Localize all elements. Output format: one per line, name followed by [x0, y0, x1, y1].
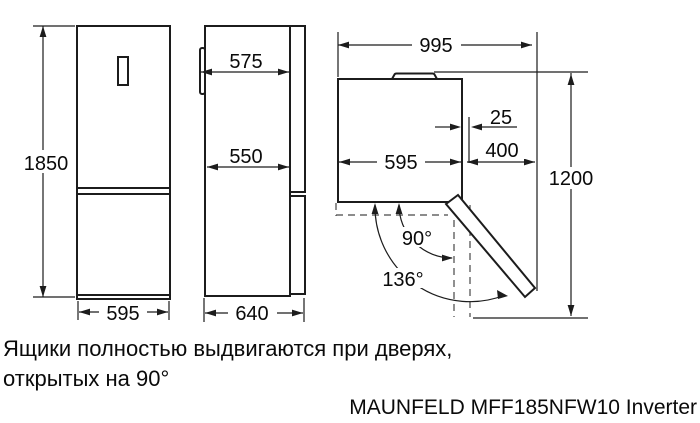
front-display-panel — [117, 56, 129, 86]
label-background — [487, 106, 516, 126]
arrow-left — [467, 158, 478, 166]
arrow-left — [205, 309, 216, 317]
front-height-label: 1850 — [24, 153, 69, 175]
top-hinge-cover — [390, 72, 439, 80]
arrow-right — [292, 309, 303, 317]
top-door-400-label: 400 — [485, 140, 518, 162]
label-background — [398, 227, 437, 247]
label-background — [412, 34, 461, 56]
open-door — [444, 193, 537, 299]
note-line-1: Ящики полностью выдвигаются при дверях, — [3, 336, 453, 361]
angle-136-label: 136° — [382, 269, 423, 291]
arrow-right — [521, 41, 532, 49]
side-depth-575-label: 575 — [229, 51, 262, 73]
label-background — [377, 151, 425, 173]
arrow-left — [201, 68, 212, 76]
label-background — [478, 139, 526, 159]
upper-door-side — [289, 25, 306, 193]
arrow-left — [207, 163, 218, 171]
note-text: Ящики полностью выдвигаются при дверях, … — [3, 334, 452, 394]
note-line-2: открытых на 90° — [3, 366, 170, 391]
arrow-right — [442, 254, 453, 262]
front-width-label: 595 — [106, 303, 139, 325]
refrigerator-dimension-diagram: 1850 595 575 550 — [21, 25, 599, 325]
fridge-top-body — [337, 78, 463, 203]
label-background — [228, 302, 277, 324]
label-background — [379, 268, 428, 288]
side-view: 575 550 640 — [199, 25, 306, 325]
top-gap-25-label: 25 — [490, 107, 512, 129]
lower-door-side — [289, 195, 306, 295]
label-background — [221, 50, 271, 70]
arrow-right — [278, 68, 289, 76]
front-view: 1850 595 — [21, 25, 171, 325]
arrow-door-tip — [497, 290, 508, 299]
arrow-left — [339, 158, 350, 166]
arrow-left — [338, 41, 349, 49]
top-view: 995 25 595 400 120 — [335, 32, 599, 319]
side-depth-640-label: 640 — [235, 303, 268, 325]
top-total-width-label: 995 — [419, 35, 452, 57]
arrow-up — [567, 74, 575, 85]
arrow-up — [39, 26, 47, 37]
label-background — [99, 301, 147, 323]
label-background — [221, 145, 271, 165]
arrow-left — [471, 123, 482, 131]
top-body-width-label: 595 — [384, 152, 417, 174]
arrow-right — [450, 123, 461, 131]
arrow-right — [278, 163, 289, 171]
side-depth-550-label: 550 — [229, 146, 262, 168]
arrow-left — [79, 308, 90, 316]
arrow-right — [524, 158, 535, 166]
arrow-right — [157, 308, 168, 316]
arrow-down — [567, 305, 575, 316]
arrow-up — [395, 203, 403, 214]
label-background — [21, 150, 71, 173]
arrow-right — [450, 158, 461, 166]
angle-90-label: 90° — [402, 228, 432, 250]
model-name: MAUNFELD MFF185NFW10 Inverter — [349, 396, 697, 419]
label-background — [544, 167, 599, 189]
arrow-up — [371, 203, 379, 214]
top-total-depth-label: 1200 — [549, 168, 594, 190]
arrow-down — [39, 286, 47, 297]
